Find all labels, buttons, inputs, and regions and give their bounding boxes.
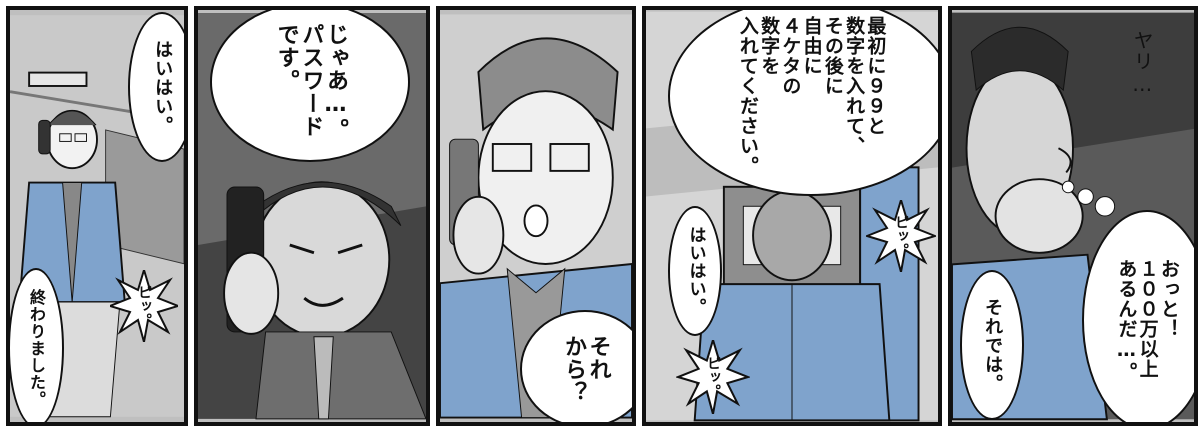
speech-bubble-1: それ から？ <box>520 310 632 422</box>
speech-text: はいはい。 <box>685 226 706 316</box>
speech-text: それでは。 <box>982 297 1004 393</box>
comic-panel-5: ヤリ… おっと！ １００万以上 あるんだ…。 それでは。 <box>948 6 1198 426</box>
speech-text: 最初に９９と 数字を入れて、 その後に 自由に ４ケタの 数字を 入れてください… <box>736 16 887 176</box>
sfx-text: ピッ。 <box>705 356 721 398</box>
comic-panel-1: はいはい。 終わりました。 ピッ。 <box>6 6 188 426</box>
speech-bubble-2: 終わりました。 <box>10 268 64 422</box>
speech-bubble-1: じゃあ…。 パスワード です。 <box>210 10 410 162</box>
speech-bubble-1: おっと！ １００万以上 あるんだ…。 <box>1082 210 1194 422</box>
comic-panel-2: じゃあ…。 パスワード です。 <box>194 6 430 426</box>
speech-text: 終わりました。 <box>26 288 46 408</box>
speech-bubble-1: はいはい。 <box>128 12 184 162</box>
panel-2-artwork <box>198 13 426 420</box>
thought-text: ヤリ… <box>1130 30 1155 97</box>
speech-text: はいはい。 <box>152 39 174 135</box>
sfx-burst-1: ピッ。 <box>866 200 936 272</box>
speech-bubble-2: それでは。 <box>960 270 1024 420</box>
speech-text: じゃあ…。 パスワード です。 <box>273 23 348 141</box>
speech-bubble-1: 最初に９９と 数字を入れて、 その後に 自由に ４ケタの 数字を 入れてください… <box>668 10 938 196</box>
sfx-burst: ピッ。 <box>110 270 178 342</box>
speech-text: それ から？ <box>561 334 611 404</box>
sfx-text: ピッ。 <box>893 215 909 257</box>
comic-panel-3: それ から？ <box>436 6 636 426</box>
sfx-text: ピッ。 <box>136 285 152 327</box>
comic-panel-4: 最初に９９と 数字を入れて、 その後に 自由に ４ケタの 数字を 入れてください… <box>642 6 942 426</box>
sfx-burst-2: ピッ。 <box>676 340 750 414</box>
speech-bubble-2: はいはい。 <box>668 206 722 336</box>
speech-text: おっと！ １００万以上 あるんだ…。 <box>1115 258 1180 382</box>
